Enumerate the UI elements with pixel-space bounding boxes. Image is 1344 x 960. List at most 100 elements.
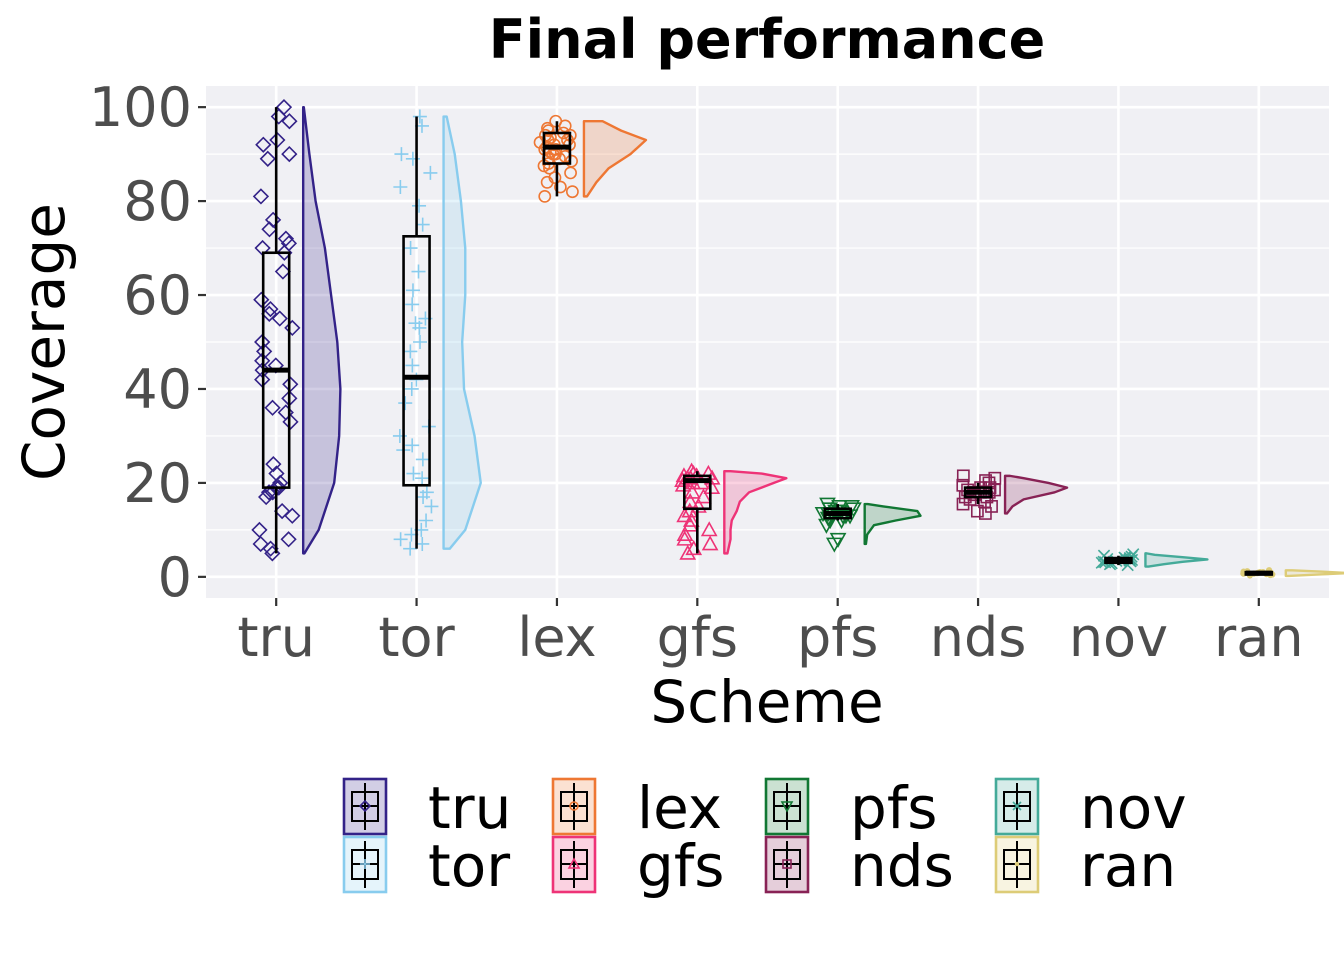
data-point-nds	[956, 497, 970, 511]
data-point-tru	[276, 244, 293, 261]
legend-marker-lex	[569, 801, 579, 811]
legend-marker-nov	[1012, 801, 1022, 811]
data-point-tor	[416, 490, 431, 505]
data-point-gfs	[676, 530, 694, 546]
data-point-tor	[412, 198, 427, 213]
density-cloud-nds	[1003, 474, 1069, 515]
data-point-gfs	[700, 521, 718, 537]
density-cloud-pfs	[863, 502, 922, 546]
data-point-tru	[270, 479, 287, 496]
legend-marker-tru	[358, 799, 372, 813]
data-point-nds	[978, 507, 992, 520]
data-point-gfs	[681, 493, 699, 509]
legend-marker-gfs	[567, 857, 581, 869]
data-point-tor	[413, 335, 428, 349]
box-gfs	[683, 474, 712, 511]
data-point-tor	[415, 452, 430, 467]
data-point-gfs	[703, 478, 721, 495]
data-point-lex	[538, 189, 552, 203]
data-point-tor	[412, 109, 427, 124]
x-tick-label: nov	[1069, 606, 1168, 669]
data-point-tor	[419, 513, 434, 528]
data-point-tru	[251, 521, 268, 539]
data-point-tru	[271, 310, 288, 327]
density-cloud-tru	[301, 105, 342, 555]
data-point-tru	[281, 145, 298, 163]
data-point-tor	[405, 438, 420, 453]
data-point-nds	[970, 504, 984, 518]
y-tick-label: 40	[123, 358, 192, 421]
data-point-tor	[424, 499, 439, 514]
data-point-tor	[398, 396, 413, 411]
data-point-gfs	[679, 544, 697, 560]
data-point-nds	[956, 469, 970, 483]
x-tick-label: tor	[378, 606, 455, 669]
legend-item-tru: tru	[342, 774, 511, 842]
x-tick-label: pfs	[797, 606, 878, 669]
data-point-tor	[403, 541, 418, 556]
data-points	[251, 99, 1276, 579]
y-tick-label: 0	[158, 546, 192, 609]
x-tick-label: lex	[517, 606, 596, 669]
data-point-tor	[394, 147, 409, 162]
legend-item-pfs: pfs	[764, 774, 937, 842]
data-point-gfs	[703, 469, 721, 485]
data-point-tru	[258, 488, 275, 506]
density-cloud-lex	[582, 120, 648, 198]
legend-marker-pfs	[780, 801, 794, 813]
data-point-tru	[264, 399, 281, 416]
data-point-tor	[406, 466, 421, 481]
data-point-tru	[284, 507, 301, 524]
data-point-tru	[261, 221, 278, 238]
data-point-tru	[253, 291, 270, 308]
y-tick-label: 60	[123, 264, 192, 327]
data-point-gfs	[676, 525, 694, 541]
data-point-pfs	[834, 509, 852, 525]
density-cloud-tor	[442, 115, 482, 550]
legend-label-pfs: pfs	[850, 774, 937, 842]
data-point-tor	[415, 217, 430, 232]
legend-label-gfs: gfs	[637, 832, 724, 900]
legend-label-nov: nov	[1080, 774, 1187, 842]
legend-item-tor: tor	[342, 832, 510, 900]
x-tick-label: tru	[237, 606, 315, 669]
data-point-tor	[415, 471, 430, 486]
data-point-tor	[412, 320, 427, 335]
data-point-tor	[423, 165, 438, 180]
data-point-tor	[405, 283, 420, 298]
data-point-tru	[252, 188, 270, 205]
data-point-tru	[259, 150, 276, 167]
data-point-lex	[553, 180, 567, 194]
data-point-tru	[262, 300, 279, 318]
legend-label-ran: ran	[1080, 832, 1176, 900]
data-point-lex	[564, 166, 577, 180]
legend-marker-ran	[1014, 861, 1020, 867]
data-point-tru	[277, 230, 295, 247]
data-point-pfs	[829, 532, 847, 548]
y-tick-label: 20	[123, 452, 192, 515]
legend-label-tor: tor	[428, 832, 510, 900]
chart-title: Final performance	[489, 8, 1046, 71]
data-point-tor	[393, 179, 408, 194]
data-point-pfs	[818, 518, 835, 534]
x-tick-label: ran	[1214, 606, 1304, 669]
x-tick-label: gfs	[657, 606, 738, 669]
y-tick-label: 100	[89, 76, 192, 139]
x-tick-label: nds	[930, 606, 1027, 669]
legend-item-gfs: gfs	[551, 832, 724, 900]
density-clouds	[301, 105, 1344, 578]
data-point-tru	[255, 136, 272, 153]
legend-label-nds: nds	[850, 832, 954, 900]
data-point-tru	[281, 113, 298, 130]
legend-label-lex: lex	[637, 774, 722, 842]
data-point-tor	[403, 241, 418, 256]
legend-marker-tor	[360, 859, 370, 869]
x-axis-title: Scheme	[650, 668, 883, 736]
data-point-tru	[260, 484, 278, 501]
data-point-tor	[404, 381, 419, 396]
data-point-tru	[270, 108, 287, 125]
legend-marker-nds	[782, 859, 792, 869]
